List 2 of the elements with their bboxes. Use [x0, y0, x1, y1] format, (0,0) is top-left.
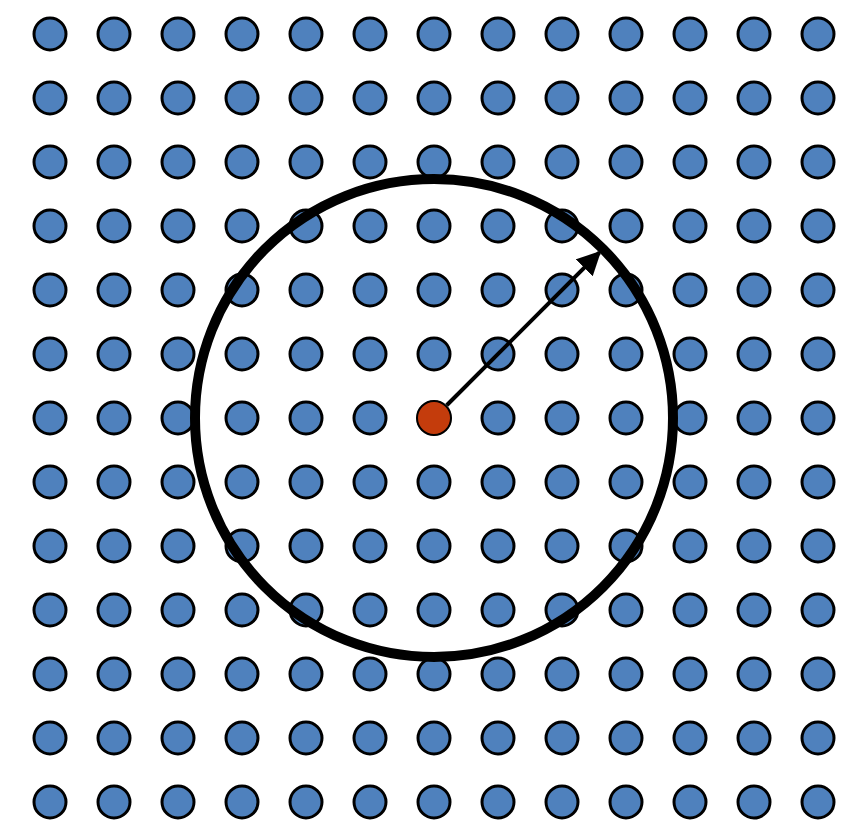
ring	[190, 174, 678, 662]
arrow	[445, 250, 602, 407]
